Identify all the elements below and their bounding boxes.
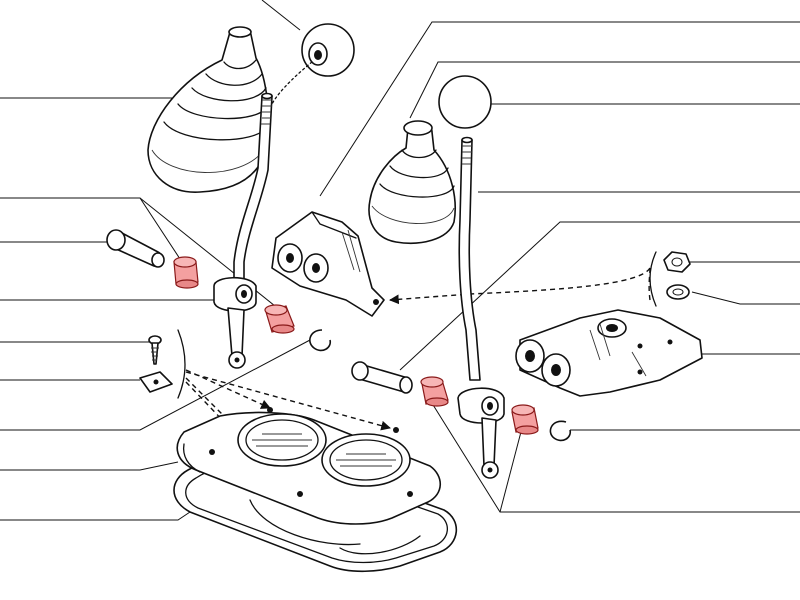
screw-left	[148, 335, 162, 365]
bushing-highlight-3	[420, 376, 449, 407]
leader-right-bracket	[319, 21, 800, 197]
rubber-boot-right	[368, 120, 456, 244]
bushing-highlight-1	[173, 256, 199, 289]
arrow-bracket-nut-path	[648, 267, 651, 301]
pivot-bracket	[271, 211, 385, 317]
mounting-plate	[176, 407, 442, 555]
leader-top-knob	[261, 0, 301, 31]
gear-lever-right	[457, 136, 505, 479]
speed-nut-left	[139, 371, 173, 393]
leader-left-plate	[0, 461, 179, 471]
arrow-nut-to-bracket	[389, 267, 651, 305]
gear-lever-left	[213, 92, 273, 369]
circlip-right	[549, 420, 572, 442]
leader-right-pin	[399, 221, 800, 371]
bracket-brace-left	[177, 329, 186, 399]
gear-knob-right	[438, 75, 492, 129]
bushing-highlight-2	[264, 304, 295, 334]
gear-knob-left	[269, 23, 355, 109]
arrow-screw-to-hole-1	[185, 369, 271, 409]
leader-left-circlip	[0, 339, 311, 431]
leader-lines-left	[0, 97, 311, 521]
pivot-pin-left	[106, 229, 165, 268]
rubber-boot-left	[147, 26, 270, 193]
leader-right-boot	[409, 61, 800, 119]
leader-right-bushing-b	[499, 427, 523, 513]
selector-housing	[515, 309, 703, 397]
bushing-highlight-4	[511, 404, 539, 435]
pivot-pin-right	[351, 361, 413, 394]
leader-left-gasket	[0, 511, 191, 521]
washer-right	[666, 284, 690, 300]
leader-lines-right	[261, 0, 800, 513]
leader-right-washer	[691, 291, 800, 305]
bracket-brace-right	[649, 251, 657, 307]
hex-nut-right	[663, 251, 691, 273]
circlip-left	[309, 329, 332, 352]
